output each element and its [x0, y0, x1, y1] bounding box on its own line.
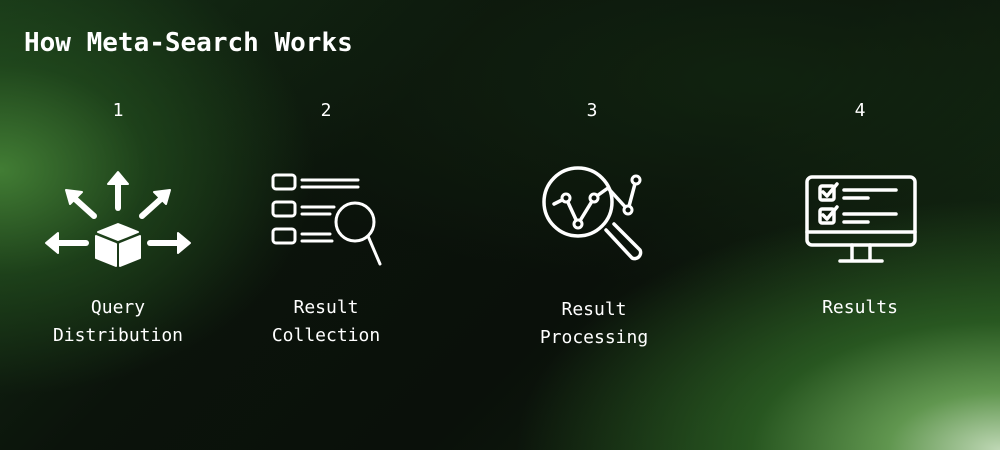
query-distribution-icon [45, 171, 191, 267]
step-number: 1 [112, 100, 124, 121]
step-label: Result Collection [271, 297, 381, 346]
step-label: Results [822, 297, 898, 318]
result-collection-icon [271, 173, 382, 266]
step-number: 3 [586, 100, 598, 121]
step-label: Result Processing [539, 299, 649, 348]
results-monitor-icon [805, 175, 917, 263]
step-number: 2 [320, 100, 332, 121]
step-number: 4 [854, 100, 866, 121]
step-label: Query Distribution [52, 297, 184, 346]
page-title: How Meta-Search Works [24, 28, 353, 58]
result-processing-icon [542, 166, 643, 261]
